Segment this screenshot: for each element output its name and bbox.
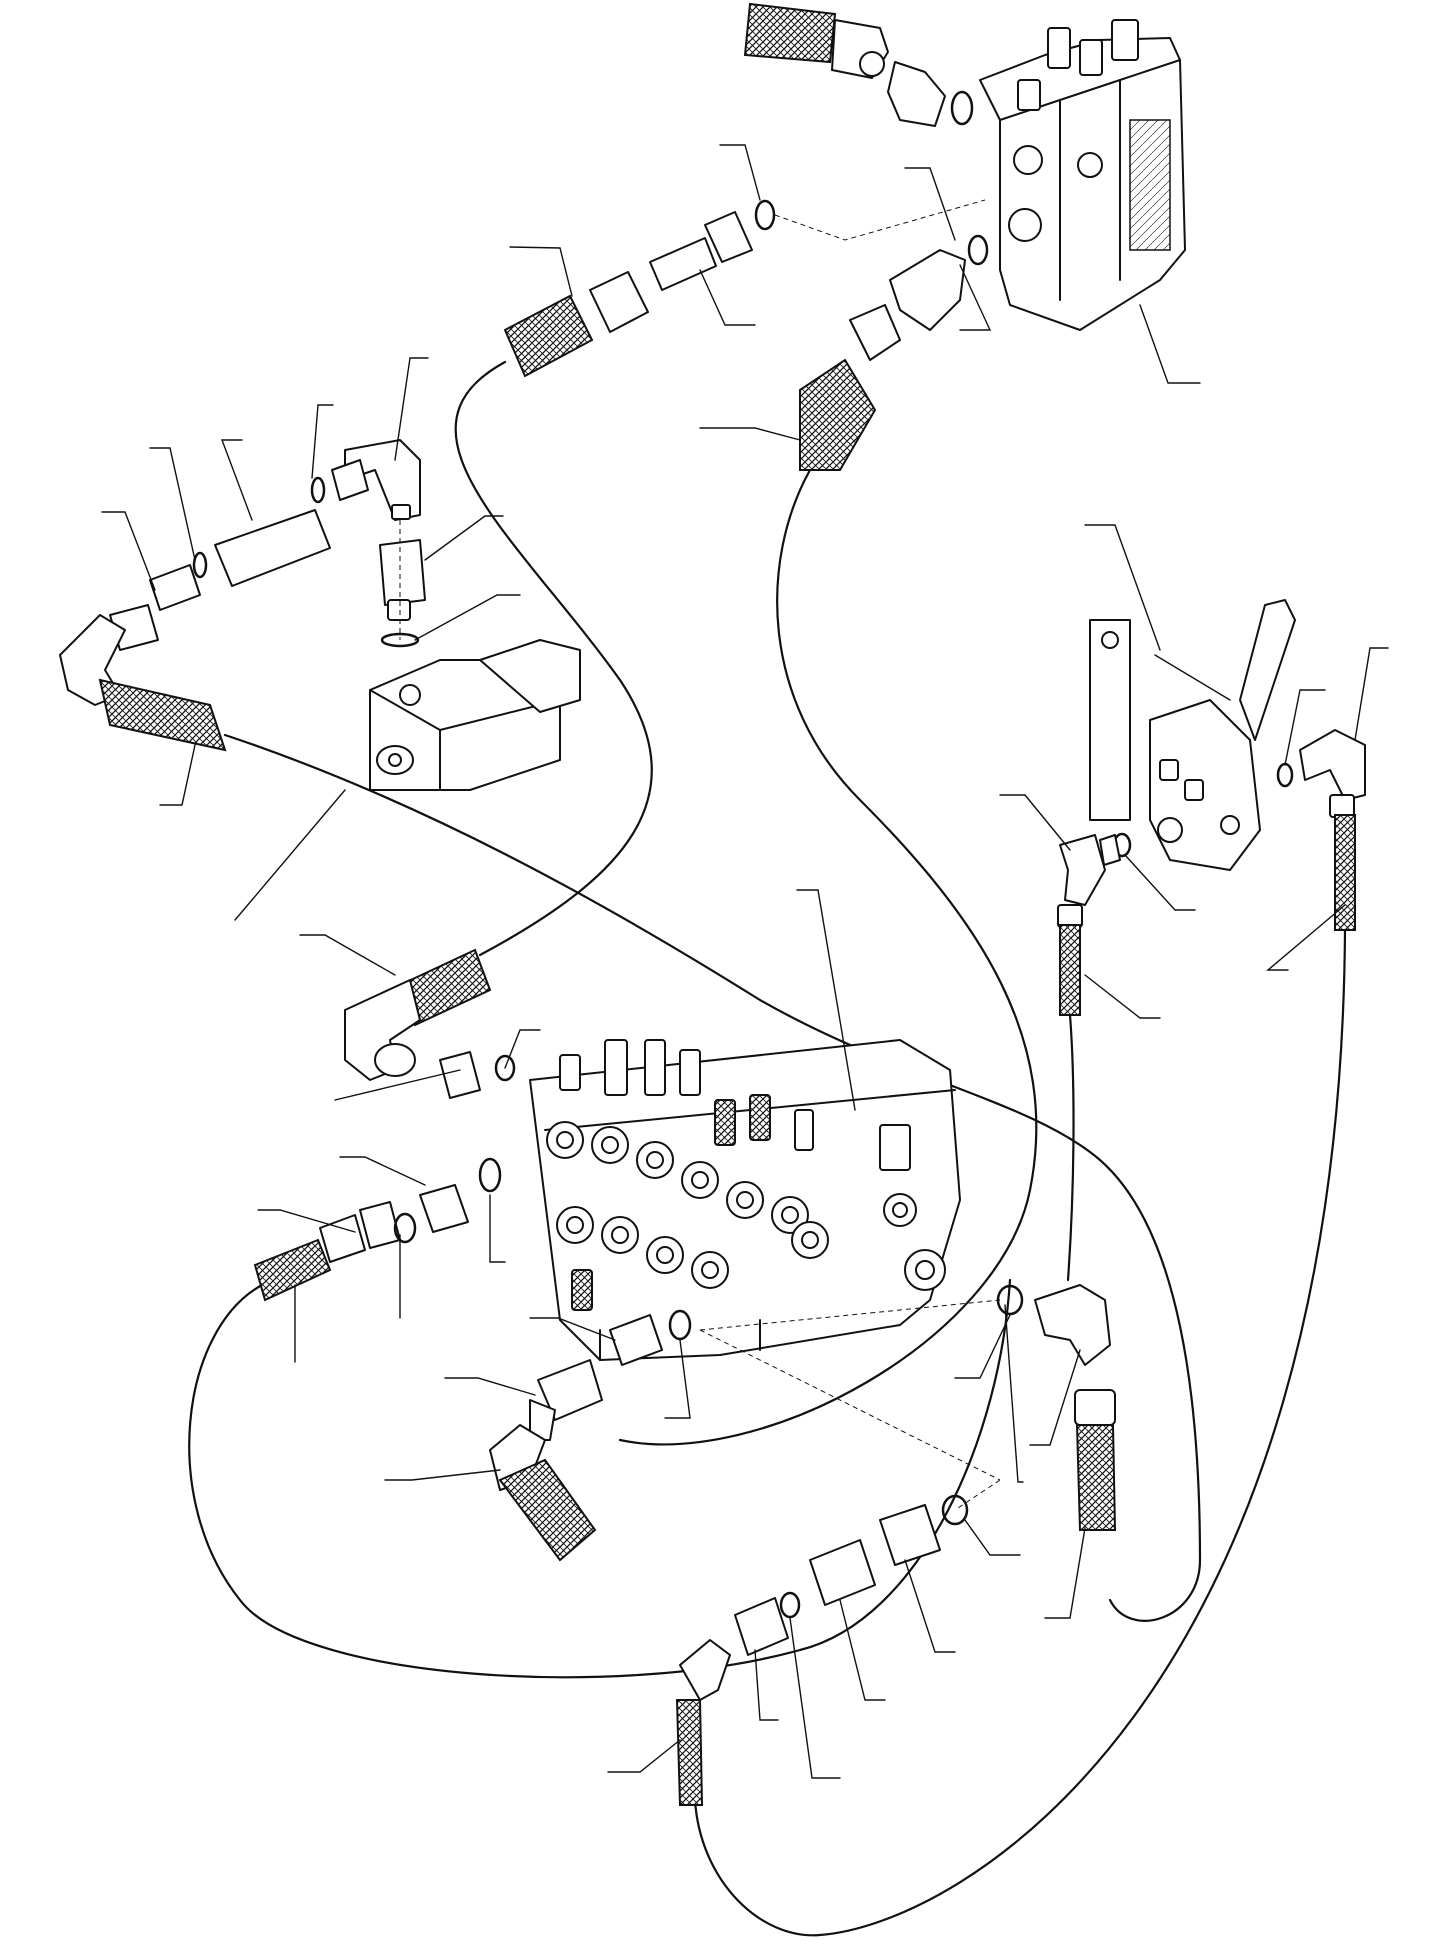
selector-fittings xyxy=(59,439,426,752)
hose-routes xyxy=(188,360,1347,1937)
hose-end-bottom xyxy=(675,1699,704,1806)
foot-pedal-valve xyxy=(1089,599,1296,871)
leader-line xyxy=(394,357,429,461)
auxiliary-control-valve xyxy=(743,2,1186,331)
leader-line xyxy=(257,1209,356,1233)
leader-line xyxy=(101,511,156,591)
elbow-fitting-top-right xyxy=(889,249,966,331)
elbow-hose-bottom xyxy=(679,1639,731,1701)
hose-end-left xyxy=(98,678,227,752)
leader-line xyxy=(1004,1304,1024,1483)
elbow-fitting-pedal-right xyxy=(1299,729,1366,801)
leader-line xyxy=(664,1339,691,1419)
leader-line xyxy=(954,1314,1011,1379)
leader-line xyxy=(1124,854,1196,911)
leader-line xyxy=(754,1649,779,1721)
callout-leaders xyxy=(101,144,1389,1779)
leader-line xyxy=(1284,689,1326,766)
leader-line xyxy=(789,1617,841,1779)
leader-line xyxy=(1354,647,1389,741)
hose-bottom-loop xyxy=(693,928,1347,1937)
selector-valve xyxy=(369,639,581,791)
leader-line xyxy=(1139,304,1201,384)
spool-caps xyxy=(559,1039,911,1311)
leader-line xyxy=(796,889,856,1111)
bottom-fittings xyxy=(675,1494,969,1806)
leader-line xyxy=(444,1377,536,1396)
hose-end-top-right xyxy=(799,358,877,471)
leader-line xyxy=(1044,1527,1086,1619)
leader-line xyxy=(311,404,334,479)
pedal-fittings xyxy=(1057,729,1366,1016)
hose-end-top-left xyxy=(503,294,594,378)
leader-line xyxy=(339,1156,426,1186)
leader-line xyxy=(1266,904,1346,971)
hose-end-lower-centre xyxy=(498,1458,597,1562)
leader-line xyxy=(220,439,253,521)
hose-top-to-lower-elbow xyxy=(454,360,653,957)
leader-line xyxy=(424,515,504,561)
leader-line xyxy=(334,1069,461,1101)
leader-line xyxy=(414,594,521,641)
leader-line xyxy=(1084,524,1161,651)
hose-end-lower-right xyxy=(1075,1424,1117,1531)
leader-line xyxy=(509,246,573,297)
leader-line xyxy=(904,167,956,241)
leader-line xyxy=(489,1194,506,1263)
leader-line xyxy=(384,1469,501,1481)
leader-line xyxy=(964,1519,1021,1556)
leader-line xyxy=(159,744,196,806)
leader-line xyxy=(999,794,1071,851)
leader-line xyxy=(959,264,992,331)
hose-aux-to-lower-fitting xyxy=(618,468,1038,1446)
main-control-valve-bank xyxy=(529,1039,961,1361)
leader-line xyxy=(149,447,196,561)
leader-line xyxy=(699,427,801,441)
leader-line xyxy=(1029,1349,1081,1446)
elbow-fitting-lower-right xyxy=(1034,1284,1111,1366)
top-hose-fittings xyxy=(503,199,989,471)
leader-line xyxy=(299,934,396,976)
elbow-fitting-pedal-left xyxy=(1059,834,1106,906)
valve-ports xyxy=(546,1121,946,1291)
leader-line xyxy=(1084,974,1161,1019)
main-valve-lower-fittings xyxy=(489,1284,1117,1562)
assembly-guide-lines xyxy=(399,199,1001,1511)
leader-line xyxy=(719,144,761,201)
leader-line xyxy=(529,1317,616,1341)
hose-end-lower-left xyxy=(253,1238,332,1302)
leader-line xyxy=(607,1739,681,1773)
leader-line xyxy=(839,1599,886,1701)
leader-line xyxy=(234,789,346,921)
leader-line xyxy=(504,1029,541,1069)
hose-pedal-to-main xyxy=(1066,1013,1075,1282)
main-valve-left-fittings xyxy=(253,948,516,1302)
hose-selector-to-main-valve xyxy=(223,733,1202,1622)
leader-line xyxy=(699,269,756,326)
leader-line xyxy=(904,1559,956,1653)
